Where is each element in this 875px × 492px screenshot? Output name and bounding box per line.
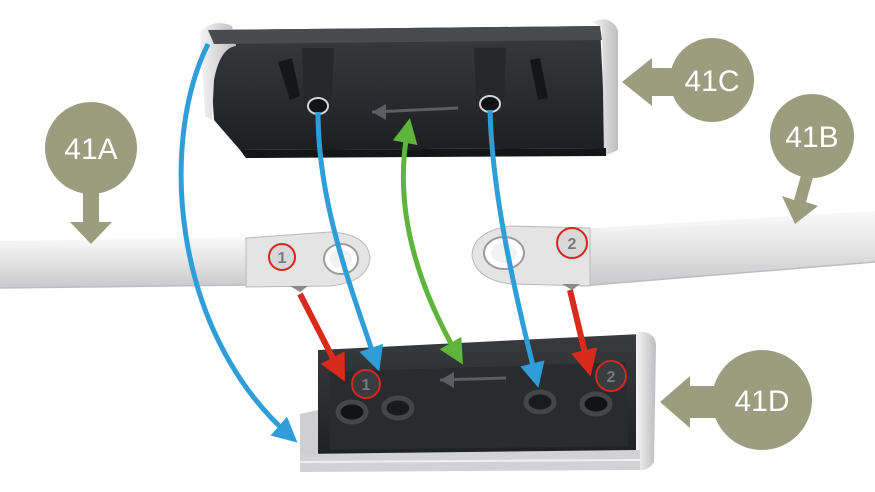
base-41d — [299, 331, 656, 472]
green-double-arrow — [392, 118, 463, 365]
callout-41a: 41A — [45, 102, 137, 244]
callout-41c: 41C — [622, 38, 754, 122]
callout-41b-label: 41B — [785, 121, 838, 154]
red-down-arrow-left — [297, 292, 345, 382]
marker-rod-a: 1 — [268, 243, 296, 271]
callout-41a-label: 41A — [64, 133, 117, 166]
rod-41b — [471, 209, 875, 290]
red-down-arrow-right — [567, 289, 598, 377]
marker-base-right: 2 — [595, 360, 627, 392]
callout-41c-label: 41C — [684, 65, 739, 98]
marker-base-left: 1 — [351, 369, 381, 399]
marker-rod-a-label: 1 — [278, 250, 287, 267]
blue-arrow-left-post — [315, 111, 383, 372]
marker-base-right-label: 2 — [607, 369, 616, 386]
marker-base-left-label: 1 — [362, 377, 371, 394]
callout-41b: 41B — [770, 94, 854, 224]
callout-41d: 41D — [660, 350, 812, 450]
callout-41d-label: 41D — [734, 385, 789, 418]
marker-rod-b-label: 2 — [568, 236, 577, 253]
blue-curved-arrow — [178, 42, 298, 443]
marker-rod-b: 2 — [556, 227, 588, 259]
blue-arrow-right-post — [487, 109, 545, 388]
top-cover-41c — [200, 19, 618, 158]
